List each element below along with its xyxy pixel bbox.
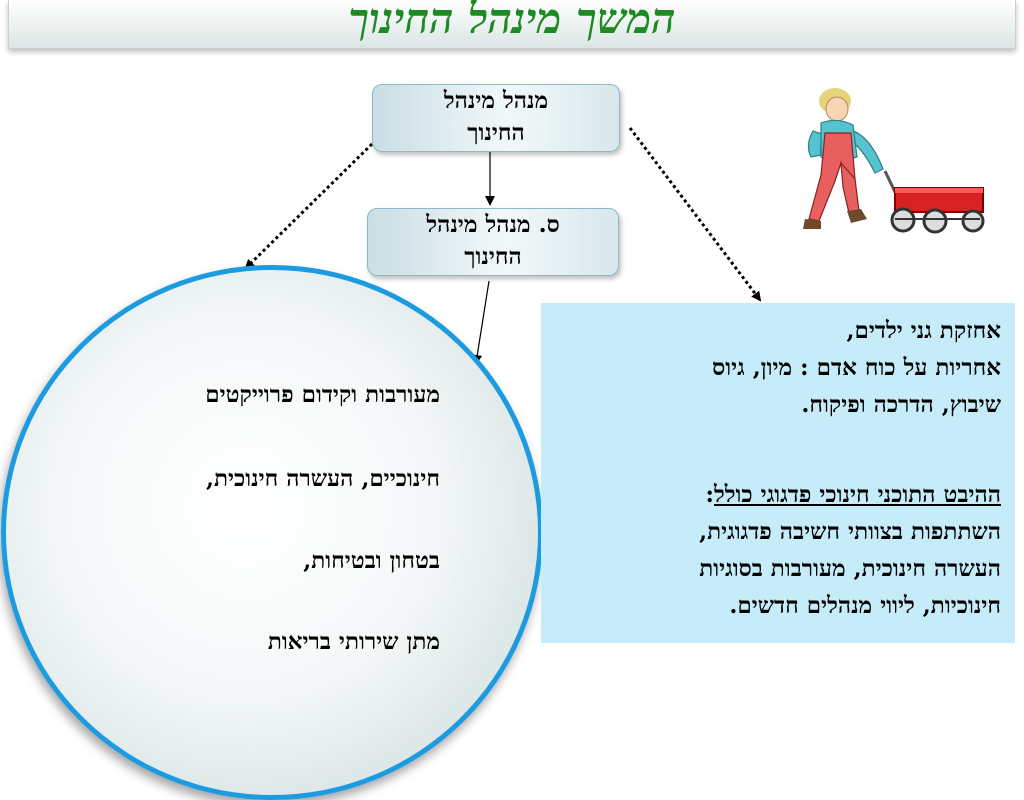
kindergarten-info-box: אחזקת גני ילדים, אחריות על כוח אדם : מיו…	[541, 303, 1015, 643]
child-icon	[803, 88, 884, 229]
arrow-top-to-info	[628, 127, 762, 302]
responsibilities-circle	[1, 265, 543, 800]
education-director-line1: מנהל מינהל	[443, 87, 549, 114]
deputy-director-line1: ס. מנהל מינהל	[426, 211, 560, 238]
info-heading-text: ההיבט התוכני חינוכי פדגוגי כולל	[714, 481, 1001, 508]
info-heading-colon: :	[705, 481, 715, 508]
arrow-deputy-to-circle	[472, 280, 490, 365]
info-line-6: חינוכיות, ליווי מנהלים חדשים.	[729, 592, 1001, 619]
info-line-1: אחזקת גני ילדים,	[846, 317, 1002, 344]
info-line-2: אחריות על כוח אדם : מיון, גיוס	[712, 354, 1001, 381]
child-with-wagon-illustration	[803, 88, 985, 234]
circle-line-4: מתן שירותי בריאות	[267, 628, 440, 655]
info-line-3: שיבוץ, הדרכה ופיקוח.	[801, 391, 1001, 418]
wagon-icon	[883, 170, 985, 234]
title-bar: המשך מינהל החינוך	[8, 0, 1016, 49]
connector-arrows	[244, 127, 762, 365]
page-title: המשך מינהל החינוך	[348, 0, 676, 43]
education-director-box: מנהל מינהל החינוך	[372, 84, 620, 152]
deputy-director-box: ס. מנהל מינהל החינוך	[367, 208, 619, 276]
arrow-top-to-circle	[244, 142, 374, 270]
info-line-4: השתתפות בצוותי חשיבה פדגוגית,	[699, 518, 1001, 545]
deputy-director-line2: החינוך	[464, 243, 522, 270]
circle-line-3: בטחון ובטיחות,	[303, 547, 440, 574]
education-director-line2: החינוך	[467, 119, 525, 146]
info-heading: ההיבט התוכני חינוכי פדגוגי כולל:	[706, 481, 1001, 508]
info-line-5: העשרה חינוכית, מעורבות בסוגיות	[699, 555, 1001, 582]
circle-line-1: מעורבות וקידום פרוייקטים	[205, 381, 440, 408]
circle-line-2: חינוכיים, העשרה חינוכית,	[205, 465, 440, 492]
